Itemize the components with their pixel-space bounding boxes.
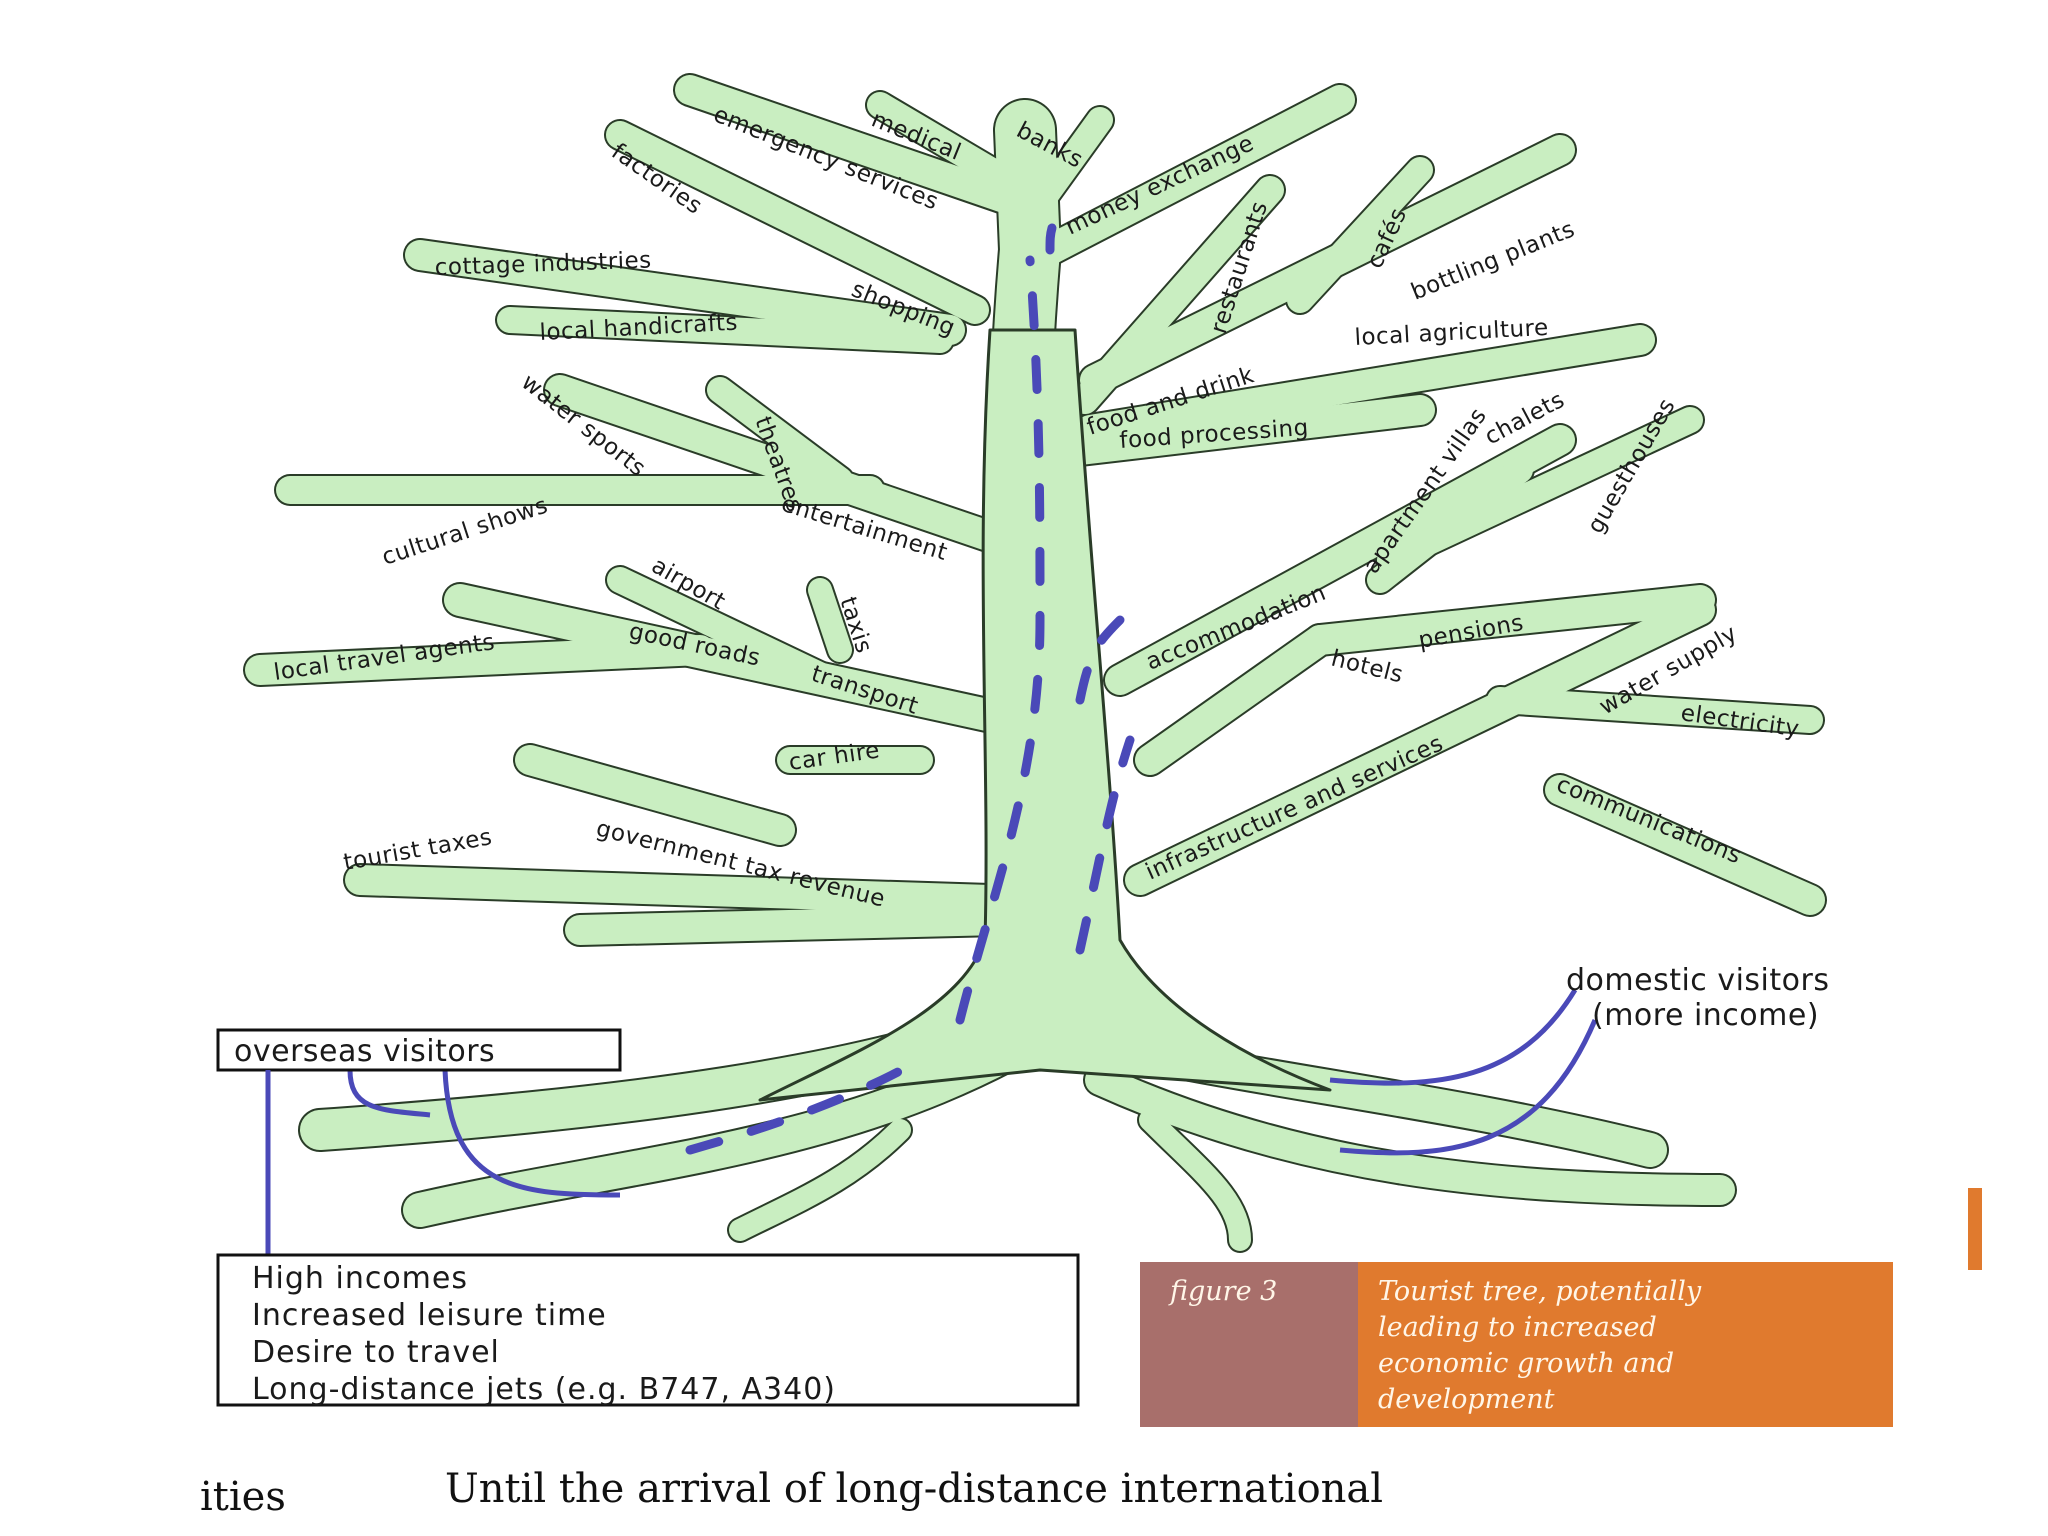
factor-3: Desire to travel [252,1335,500,1370]
tree [243,73,1827,1253]
figure-caption: figure 3 Tourist tree, potentially leadi… [1140,1262,1893,1427]
domestic-visitors-label: domestic visitors [1566,963,1829,998]
overseas-visitors-label: overseas visitors [234,1034,495,1069]
caption-label-bg [1140,1262,1358,1427]
edge-tab [1968,1188,1982,1270]
factors-box-frame [216,1253,1080,1407]
bottom-left-fragment: ities [200,1474,286,1520]
domestic-visitors-sublabel: (more income) [1592,998,1819,1033]
label-transport: transport [808,661,921,720]
factor-2: Increased leisure time [252,1298,607,1333]
factors-box: High incomes Increased leisure time Desi… [216,1253,1080,1407]
caption-line-3: economic growth and [1378,1348,1674,1379]
label-communications: communications [1553,771,1745,869]
caption-line-2: leading to increased [1378,1312,1657,1343]
caption-label: figure 3 [1168,1276,1277,1307]
flow-arrows [347,223,1598,1198]
bottom-text-line: Until the arrival of long-distance inter… [445,1466,1383,1512]
caption-line-1: Tourist tree, potentially [1378,1276,1702,1307]
overseas-visitors-box [216,1028,622,1072]
caption-text-bg [1358,1262,1893,1427]
factor-4: Long-distance jets (e.g. B747, A340) [252,1372,836,1407]
visitor-labels: overseas visitors domestic visitors (mor… [216,963,1829,1255]
caption-line-4: development [1378,1384,1555,1415]
factor-1: High incomes [252,1261,468,1296]
